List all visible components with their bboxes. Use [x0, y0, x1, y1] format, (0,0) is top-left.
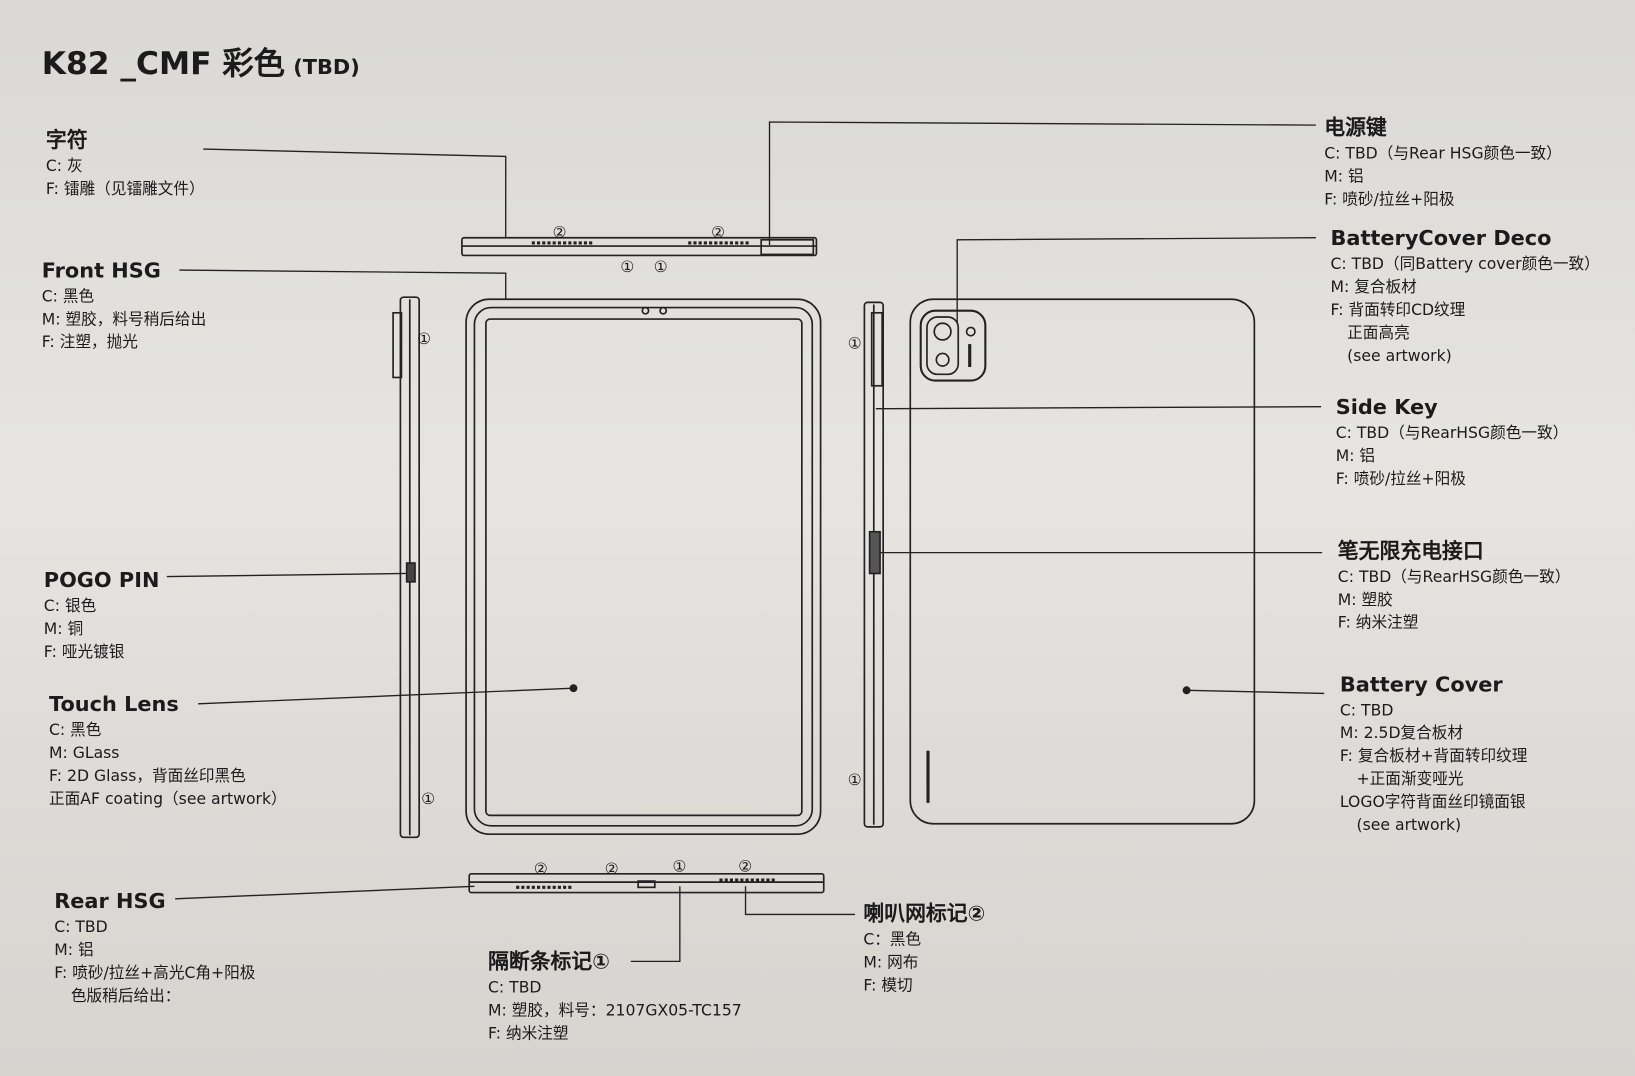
callout-line: F: 纳米注塑: [487, 1023, 569, 1043]
callout-touch-lens: Touch Lens C: 黑色 M: GLass F: 2D Glass，背面…: [49, 689, 287, 810]
marker-1: ①: [847, 333, 862, 353]
callout-title: Touch Lens: [49, 691, 179, 717]
callout-line: C：黑色: [863, 930, 922, 949]
callout-battery-cover: Battery Cover C: TBD M: 2.5D复合板材 F: 复合板材…: [1340, 669, 1528, 836]
leader-lines: [166, 121, 1325, 963]
callout-line: C: TBD（与Rear HSG颜色一致）: [1324, 143, 1562, 163]
callout-title: 字符: [45, 127, 88, 153]
callout-line: F: 镭雕（见镭雕文件）: [45, 179, 205, 199]
marker-2: ②: [533, 859, 548, 878]
marker-2: ②: [552, 223, 567, 242]
callout-title: Side Key: [1335, 394, 1438, 420]
callout-side-key: Side Key C: TBD（与RearHSG颜色一致） M: 铝 F: 喷砂…: [1336, 392, 1569, 490]
callout-title: Battery Cover: [1339, 671, 1503, 697]
callout-line: F: 注塑，抛光: [41, 332, 138, 352]
callout-line: 正面高亮: [1347, 323, 1410, 343]
title-sub: (TBD): [293, 54, 360, 80]
callout-line: (see artwork): [1356, 815, 1462, 835]
callout-title: BatteryCover Deco: [1330, 225, 1552, 251]
marker-1: ①: [672, 857, 687, 876]
callout-speaker-mesh: 喇叭网标记② C：黑色 M: 网布 F: 模切: [863, 899, 985, 997]
callout-line: M: 塑胶，料号：2107GX05-TC157: [487, 1000, 742, 1020]
callout-line: C: 灰: [45, 156, 83, 176]
callout-line: F: 模切: [863, 975, 913, 995]
marker-1: ①: [421, 789, 436, 809]
callout-line: M: 塑胶，料号稍后给出: [41, 309, 207, 329]
callout-title: Rear HSG: [54, 888, 166, 914]
back-view: [909, 298, 1256, 825]
callout-line: M: 网布: [863, 953, 919, 972]
callout-line: C: 黑色: [49, 720, 102, 740]
callout-line: M: 铝: [1335, 446, 1376, 466]
top-edge-view: [461, 236, 818, 257]
callout-line: 正面AF coating（see artwork）: [49, 789, 287, 809]
callout-line: C: TBD: [487, 978, 542, 997]
callout-line: F: 2D Glass，背面丝印黑色: [49, 766, 246, 786]
battery-cover-dot: [1182, 686, 1191, 695]
marker-1: ①: [620, 257, 635, 277]
callout-line: M: 铝: [54, 940, 94, 960]
callout-line: C: 银色: [43, 596, 97, 616]
touch-lens-dot: [569, 684, 578, 693]
marker-1: ①: [653, 257, 668, 277]
title-main: K82 _CMF 彩色: [41, 45, 285, 83]
callout-title: 笔无限充电接口: [1337, 538, 1484, 564]
callout-line: F: 复合板材+背面转印纹理: [1339, 746, 1528, 766]
callout-line: F: 纳米注塑: [1337, 613, 1419, 632]
callout-line: F: 喷砂/拉丝+阳极: [1324, 189, 1455, 209]
callout-line: F: 喷砂/拉丝+高光C角+阳极: [54, 963, 256, 983]
callout-line: +正面渐变哑光: [1356, 769, 1464, 789]
marker-2: ②: [711, 223, 726, 242]
callout-line: F: 喷砂/拉丝+阳极: [1335, 469, 1466, 488]
right-side-view: [863, 301, 885, 828]
callout-line: F: 背面转印CD纹理: [1330, 300, 1466, 320]
callout-title: 隔断条标记①: [487, 948, 610, 974]
callout-battery-cover-deco: BatteryCover Deco C: TBD（同Battery cover颜…: [1330, 223, 1599, 367]
callout-line: (see artwork): [1347, 346, 1452, 365]
marker-1: ①: [847, 770, 862, 790]
callout-line: M: 铝: [1324, 166, 1364, 186]
callout-line: LOGO字符背面丝印镜面银: [1339, 792, 1526, 812]
callout-line: M: 2.5D复合板材: [1339, 723, 1464, 743]
callout-line: M: 铜: [43, 619, 84, 639]
callout-line: C: TBD（与RearHSG颜色一致）: [1337, 567, 1571, 586]
callout-power-key: 电源键 C: TBD（与Rear HSG颜色一致） M: 铝 F: 喷砂/拉丝+…: [1324, 113, 1562, 211]
callout-title: POGO PIN: [43, 567, 160, 593]
callout-line: M: GLass: [49, 743, 120, 763]
callout-line: C: TBD（同Battery cover颜色一致）: [1330, 254, 1600, 274]
callout-pen-charge-port: 笔无限充电接口 C: TBD（与RearHSG颜色一致） M: 塑胶 F: 纳米…: [1338, 536, 1571, 634]
callout-line: M: 复合板材: [1330, 277, 1417, 297]
callout-pogo-pin: POGO PIN C: 银色 M: 铜 F: 哑光镀银: [44, 565, 160, 663]
callout-line: C: TBD: [1339, 700, 1394, 720]
marker-1: ①: [417, 329, 432, 349]
front-view: [465, 298, 822, 835]
marker-2: ②: [604, 859, 619, 878]
callout-rear-hsg: Rear HSG C: TBD M: 铝 F: 喷砂/拉丝+高光C角+阳极 色版…: [54, 886, 255, 1007]
callout-front-hsg: Front HSG C: 黑色 M: 塑胶，料号稍后给出 F: 注塑，抛光: [42, 255, 207, 353]
bottom-edge-view: [468, 872, 825, 894]
callout-title: 喇叭网标记②: [863, 900, 986, 926]
callout-line: C: TBD（与RearHSG颜色一致）: [1335, 423, 1569, 443]
callout-line: C: 黑色: [41, 286, 95, 306]
page-title: K82 _CMF 彩色 (TBD): [42, 38, 360, 84]
left-side-view: [392, 296, 420, 839]
callout-line: M: 塑胶: [1337, 590, 1393, 609]
callout-title: Front HSG: [41, 257, 161, 283]
callout-line: 色版稍后给出：: [70, 986, 181, 1006]
marker-2: ②: [738, 857, 753, 876]
callout-line: F: 哑光镀银: [43, 642, 125, 662]
callout-title: 电源键: [1324, 114, 1387, 140]
callout-divider: 隔断条标记① C: TBD M: 塑胶，料号：2107GX05-TC157 F:…: [488, 947, 742, 1045]
callout-zifu: 字符 C: 灰 F: 镭雕（见镭雕文件）: [46, 125, 205, 200]
callout-line: C: TBD: [54, 917, 108, 937]
